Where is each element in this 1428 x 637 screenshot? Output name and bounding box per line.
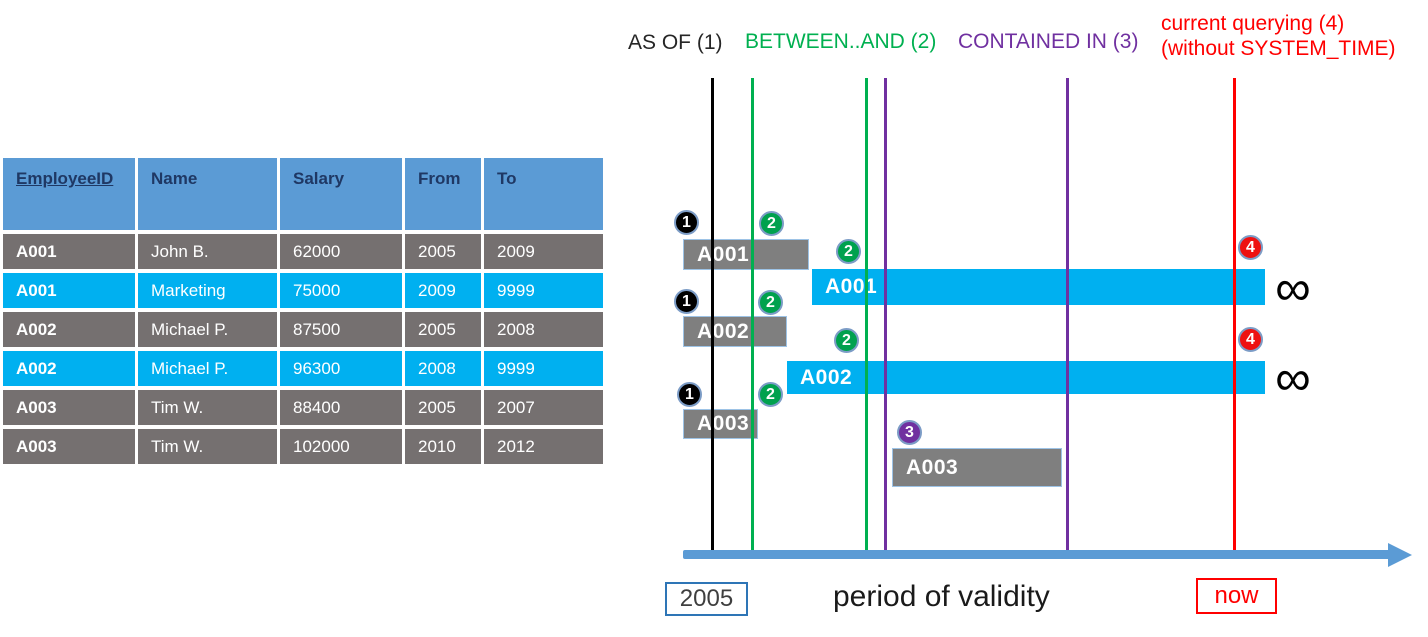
table-cell-salary: 75000 (280, 273, 402, 308)
employee-history-table: EmployeeID Name Salary From To A001 John… (3, 158, 603, 464)
table-cell-from: 2005 (405, 390, 481, 425)
table-cell-salary: 88400 (280, 390, 402, 425)
marker-2: 2 (834, 328, 859, 353)
table-cell-from: 2009 (405, 273, 481, 308)
validity-bar-a003-history1: A003 (683, 409, 758, 439)
table-cell-employeeid: A003 (3, 390, 135, 425)
marker-1: 1 (674, 210, 699, 235)
table-cell-employeeid: A001 (3, 234, 135, 269)
table-cell-from: 2010 (405, 429, 481, 464)
bar-label: A001 (825, 275, 878, 298)
between-end-line (865, 78, 868, 556)
table-cell-salary: 102000 (280, 429, 402, 464)
bar-label: A003 (697, 412, 750, 435)
table-cell-to: 9999 (484, 351, 603, 386)
table-cell-name: Marketing (138, 273, 277, 308)
legend-current-querying: current querying (4) (without SYSTEM_TIM… (1161, 11, 1396, 61)
legend-current-querying-line2: (without SYSTEM_TIME) (1161, 37, 1396, 60)
bar-label: A001 (697, 242, 750, 266)
axis-now-label: now (1214, 582, 1259, 609)
bar-label: A002 (697, 319, 750, 343)
validity-bar-a001-current: A001 (812, 269, 1265, 305)
legend-between-and: BETWEEN..AND (2) (745, 30, 937, 53)
marker-4: 4 (1238, 235, 1263, 260)
table-cell-name: John B. (138, 234, 277, 269)
between-start-line (751, 78, 754, 556)
table-cell-salary: 62000 (280, 234, 402, 269)
marker-2: 2 (759, 211, 784, 236)
table-cell-to: 2012 (484, 429, 603, 464)
now-line (1233, 78, 1236, 556)
axis-start-year: 2005 (679, 585, 734, 612)
table-cell-salary: 87500 (280, 312, 402, 347)
table-cell-from: 2005 (405, 234, 481, 269)
legend-as-of: AS OF (1) (628, 31, 723, 54)
marker-2: 2 (758, 382, 783, 407)
bar-label: A003 (906, 455, 959, 479)
column-header-employeeid: EmployeeID (3, 158, 135, 230)
marker-1: 1 (674, 289, 699, 314)
marker-2: 2 (758, 290, 783, 315)
table-cell-name: Tim W. (138, 429, 277, 464)
table-cell-name: Tim W. (138, 390, 277, 425)
axis-start-year-box: 2005 (665, 582, 748, 616)
column-header-name: Name (138, 158, 277, 230)
axis-now-box: now (1196, 578, 1277, 614)
marker-3: 3 (897, 420, 922, 445)
contained-in-start-line (884, 78, 887, 556)
marker-2: 2 (836, 239, 861, 264)
table-cell-name: Michael P. (138, 351, 277, 386)
validity-bar-a002-history: A002 (683, 316, 787, 347)
table-cell-employeeid: A003 (3, 429, 135, 464)
table-cell-from: 2008 (405, 351, 481, 386)
column-header-to: To (484, 158, 603, 230)
table-cell-employeeid: A002 (3, 351, 135, 386)
table-cell-name: Michael P. (138, 312, 277, 347)
validity-bar-a003-history2: A003 (892, 448, 1062, 487)
as-of-line (711, 78, 714, 556)
bar-label: A002 (800, 365, 853, 389)
table-cell-to: 2008 (484, 312, 603, 347)
validity-bar-a002-current: A002 (787, 361, 1265, 394)
table-cell-to: 2009 (484, 234, 603, 269)
column-header-from: From (405, 158, 481, 230)
timeline-arrowhead-icon (1388, 543, 1412, 567)
axis-title: period of validity (833, 580, 1050, 613)
column-header-salary: Salary (280, 158, 402, 230)
marker-1: 1 (677, 382, 702, 407)
table-cell-to: 2007 (484, 390, 603, 425)
legend-current-querying-line1: current querying (4) (1161, 12, 1345, 35)
table-cell-salary: 96300 (280, 351, 402, 386)
table-cell-employeeid: A002 (3, 312, 135, 347)
marker-4: 4 (1238, 327, 1263, 352)
table-cell-employeeid: A001 (3, 273, 135, 308)
legend-contained-in: CONTAINED IN (3) (958, 30, 1139, 53)
contained-in-end-line (1066, 78, 1069, 556)
table-cell-to: 9999 (484, 273, 603, 308)
validity-bar-a001-history: A001 (683, 239, 809, 270)
table-cell-from: 2005 (405, 312, 481, 347)
timeline-axis (683, 550, 1390, 559)
